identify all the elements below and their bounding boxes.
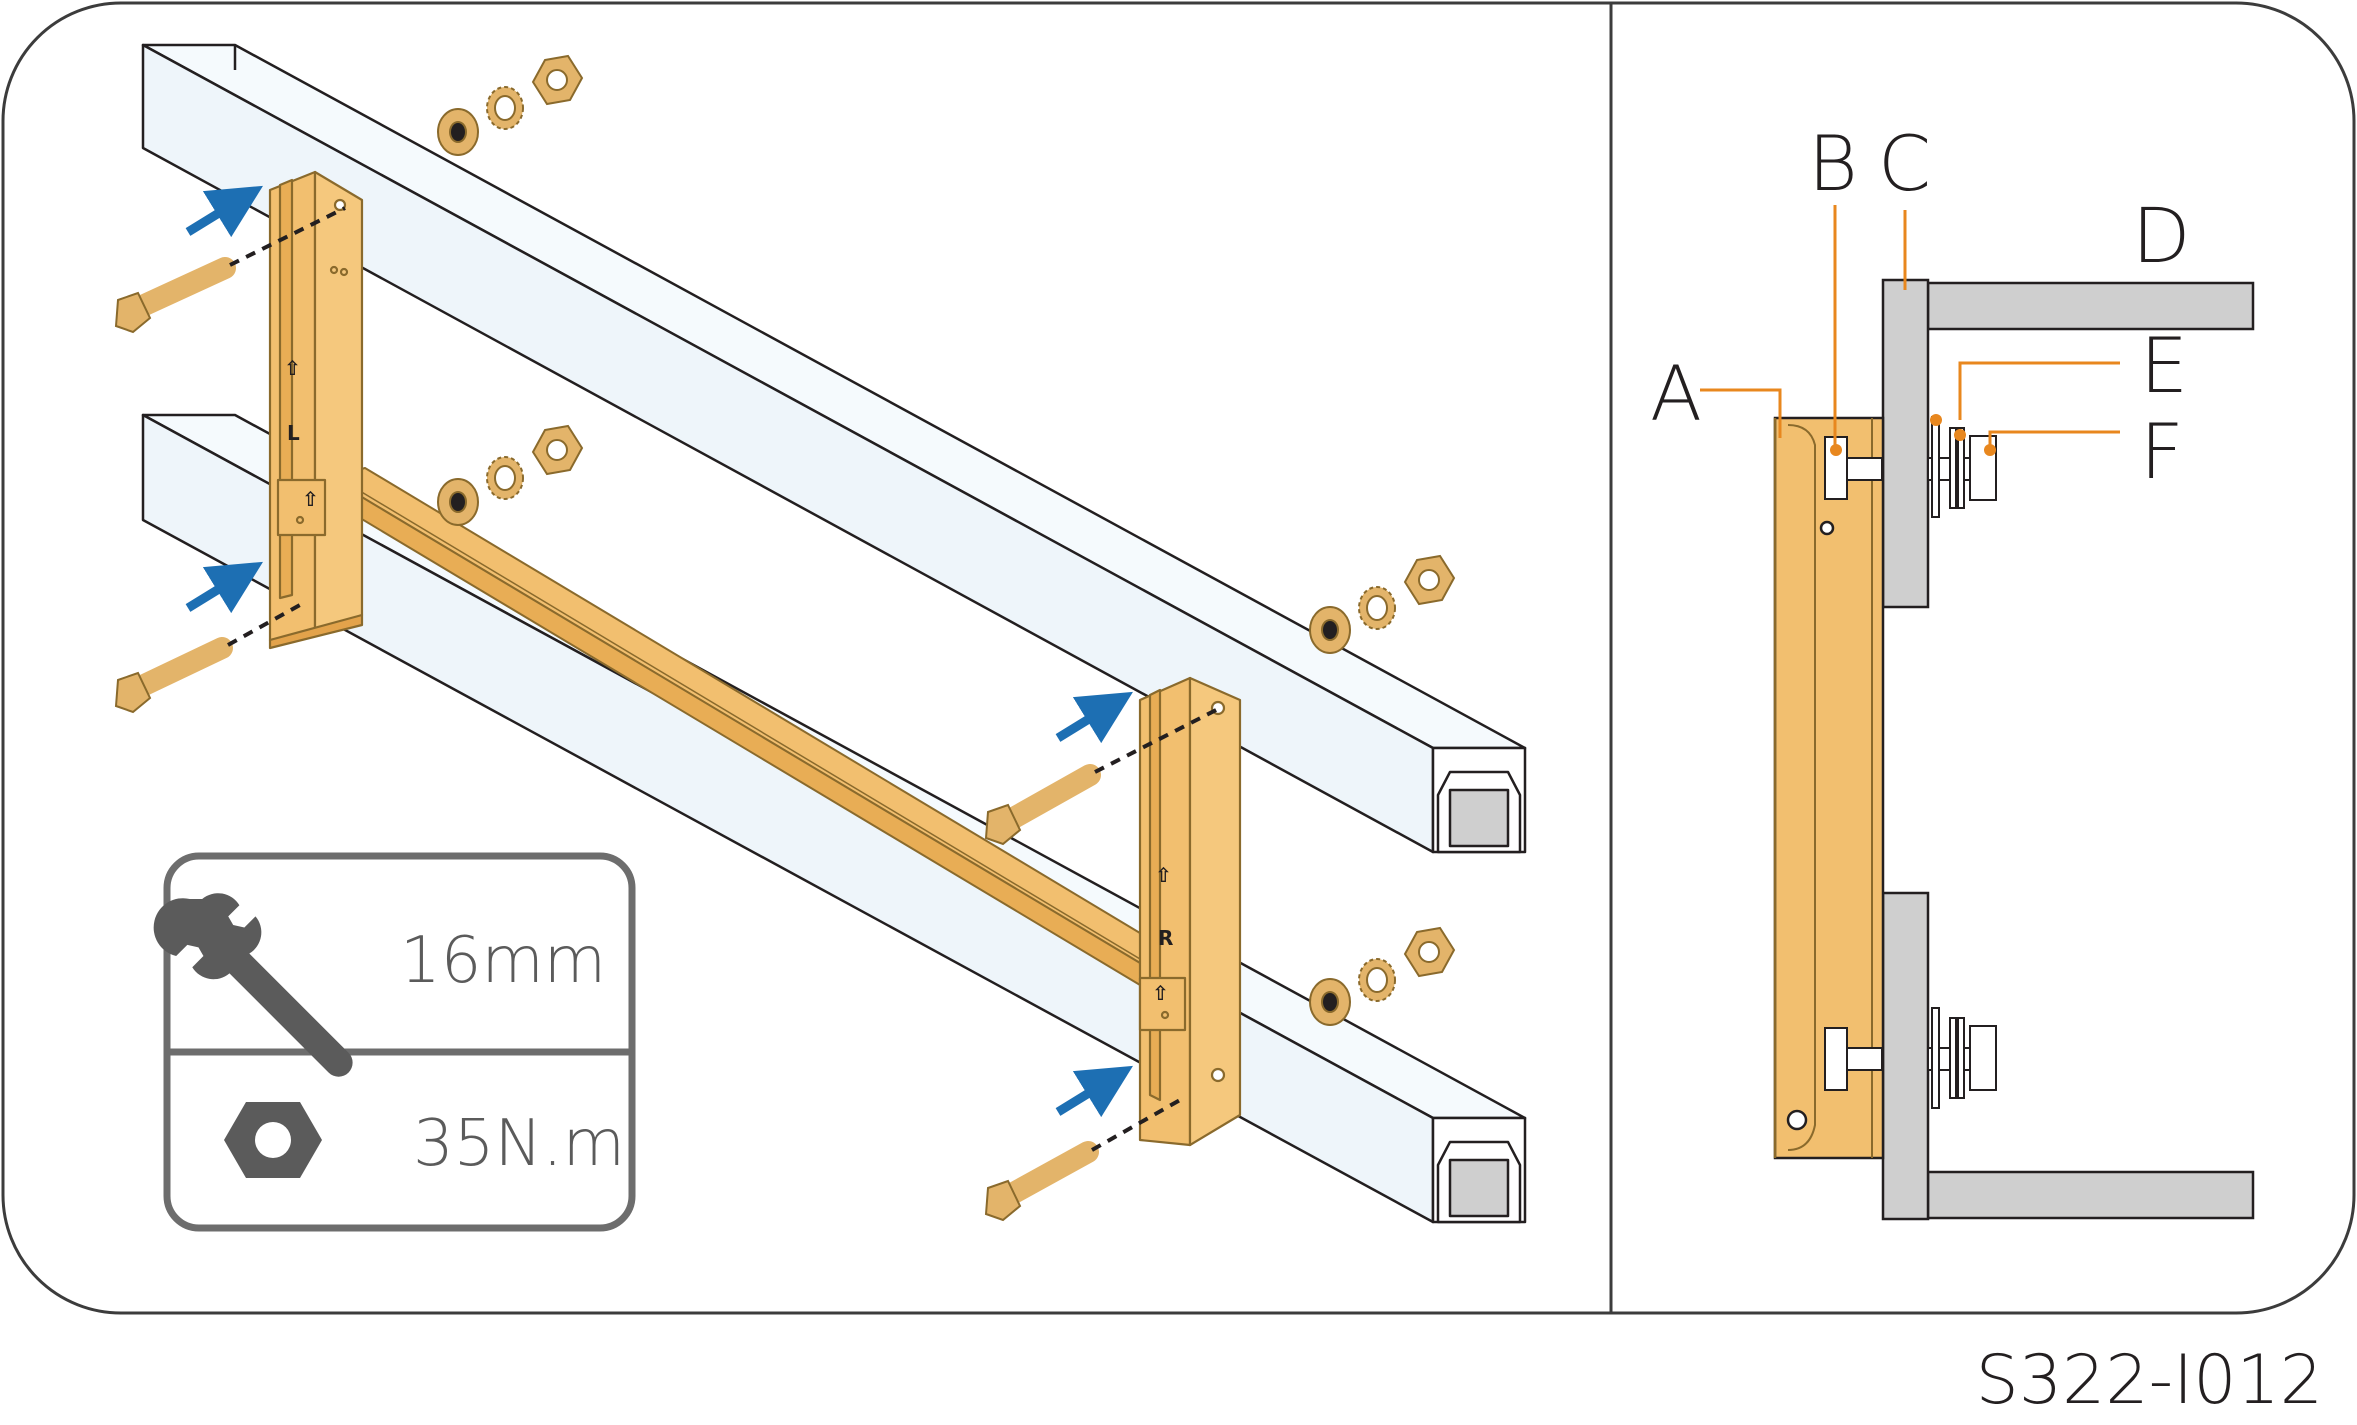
left-bracket-letter: L	[287, 421, 300, 445]
wrench-size: 16mm	[400, 924, 606, 998]
hardware-set-top-left	[437, 54, 584, 156]
callout-e: E	[2140, 321, 2188, 410]
arrow-icon	[1055, 691, 1133, 744]
plate-c-top	[1881, 278, 1930, 609]
bolt-bottom-right	[984, 1141, 1099, 1222]
callout-dots	[1830, 414, 1996, 456]
hardware-set-bottom-right	[1309, 926, 1456, 1026]
callout-d: D	[2132, 191, 2191, 280]
hex-nut-icon	[224, 1102, 322, 1178]
isometric-view: ⇧ L ⇧ ⇧ R ⇧	[114, 43, 1527, 1232]
arrow-icon	[1055, 1065, 1133, 1118]
wrench-icon	[153, 893, 353, 1077]
right-plate-arrow-mark: ⇧	[1152, 981, 1169, 1005]
document-code: S322-I012	[1976, 1341, 2323, 1420]
left-bracket-arrow-mark: ⇧	[284, 356, 301, 380]
bolt-assembly-bottom	[1824, 1007, 1997, 1109]
callout-c: C	[1878, 119, 1931, 208]
torque-value: 35N.m	[413, 1107, 625, 1181]
side-section-view: A B C D E F	[1650, 119, 2255, 1221]
callout-f: F	[2140, 407, 2184, 496]
hardware-set-middle-left	[437, 424, 584, 526]
right-bracket	[1138, 676, 1242, 1147]
lower-rail-section	[1448, 1158, 1510, 1218]
bolt-top-right	[984, 764, 1101, 846]
callout-a: A	[1650, 349, 1702, 438]
bolt-bottom-left	[114, 637, 233, 714]
right-bracket-letter: R	[1158, 926, 1173, 950]
callout-lines	[1700, 205, 2120, 450]
push-arrows	[185, 185, 1133, 1118]
plate-c-bottom	[1881, 891, 1930, 1221]
callout-b: B	[1808, 119, 1858, 208]
arrow-icon	[185, 185, 263, 238]
bolt-top-left	[114, 257, 236, 334]
right-bracket-arrow-mark: ⇧	[1155, 863, 1172, 887]
spec-box: 16mm 35N.m	[153, 852, 636, 1232]
rail-d-top	[1926, 281, 2255, 331]
arrow-icon	[185, 561, 263, 614]
hardware-set-top-right	[1309, 554, 1456, 654]
bolt-assembly-top	[1824, 416, 1997, 518]
upper-rail	[141, 43, 1527, 854]
left-plate-arrow-mark: ⇧	[302, 487, 319, 511]
rail-d-bottom	[1926, 1170, 2255, 1220]
upper-rail-section	[1448, 788, 1510, 848]
left-bracket	[268, 170, 364, 650]
bolt-paths	[227, 206, 1221, 1152]
